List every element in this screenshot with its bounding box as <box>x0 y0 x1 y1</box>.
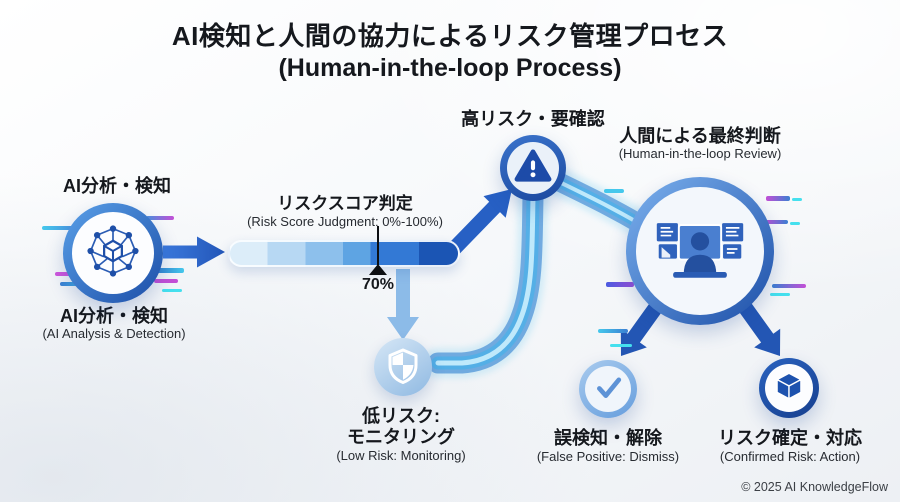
page-title: AI検知と人間の協力によるリスク管理プロセス <box>171 21 729 51</box>
glitch-streak <box>604 189 624 193</box>
analyst-monitors-icon <box>652 210 748 293</box>
confirmed-risk-node-inner <box>765 364 813 412</box>
copyright-text: © 2025 AI KnowledgeFlow <box>741 480 888 494</box>
high-risk-node-inner <box>507 142 559 194</box>
risk-score-title: リスクスコア判定 <box>277 194 413 213</box>
glitch-streak <box>150 268 184 273</box>
glitch-streak <box>772 284 806 288</box>
ai-node-sublabel: (AI Analysis & Detection) <box>42 326 186 341</box>
human-review-sublabel: (Human-in-the-loop Review) <box>618 146 782 161</box>
glitch-streak <box>770 293 790 296</box>
false-positive-node-inner <box>585 366 631 412</box>
confirmed-risk-sublabel: (Confirmed Risk: Action) <box>719 449 861 464</box>
check-icon <box>590 369 626 410</box>
glitch-streak <box>766 196 790 201</box>
arrow-bar-to-lowrisk <box>387 269 419 340</box>
false-positive-node <box>579 360 637 418</box>
threshold-value: 70% <box>361 276 395 293</box>
low-risk-label-line1: 低リスク: <box>362 406 440 426</box>
false-positive-sublabel: (False Positive: Dismiss) <box>536 449 680 464</box>
glitch-streak <box>764 220 788 224</box>
human-review-node <box>626 177 774 325</box>
low-risk-node <box>374 338 432 396</box>
shield-icon <box>383 345 423 390</box>
box-icon <box>772 369 806 408</box>
glitch-streak <box>606 282 634 287</box>
glitch-streak <box>42 226 74 230</box>
low-risk-label-line2: モニタリング <box>347 427 455 447</box>
glitch-streak <box>792 198 802 201</box>
glitch-streak <box>790 222 800 225</box>
high-risk-node <box>500 135 566 201</box>
ai-node-top-label: AI分析・検知 <box>63 176 171 196</box>
confirmed-risk-label: リスク確定・対応 <box>718 428 862 448</box>
arrow-human-to-falsepositive <box>620 298 666 356</box>
confirmed-risk-node <box>759 358 819 418</box>
glitch-streak <box>610 344 632 347</box>
glitch-streak <box>154 279 178 283</box>
risk-score-subtitle: (Risk Score Judgment: 0%-100%) <box>247 214 443 229</box>
ai-node <box>63 203 163 303</box>
arrow-human-to-confirmed <box>735 298 781 356</box>
risk-score-bar <box>228 240 460 267</box>
glitch-streak <box>162 289 182 292</box>
human-review-label: 人間による最終判断 <box>619 126 781 146</box>
high-risk-label: 高リスク・要確認 <box>461 109 605 129</box>
page-subtitle: (Human-in-the-loop Process) <box>278 54 622 82</box>
glitch-streak <box>55 272 75 276</box>
false-positive-label: 誤検知・解除 <box>554 428 662 448</box>
threshold-marker-triangle <box>369 264 387 275</box>
low-risk-sublabel: (Low Risk: Monitoring) <box>336 448 466 463</box>
ai-node-inner <box>72 212 154 294</box>
warning-icon <box>514 148 552 188</box>
arrow-ai-to-bar <box>163 236 225 268</box>
human-review-node-inner <box>636 187 764 315</box>
glitch-streak <box>146 216 174 220</box>
stream-highrisk-loop <box>423 182 548 378</box>
glitch-streak <box>598 329 628 333</box>
threshold-marker-line <box>377 226 379 265</box>
ai-node-label: AI分析・検知 <box>60 306 168 326</box>
ai-network-icon <box>85 223 141 284</box>
arrow-bar-to-highrisk <box>440 189 512 263</box>
